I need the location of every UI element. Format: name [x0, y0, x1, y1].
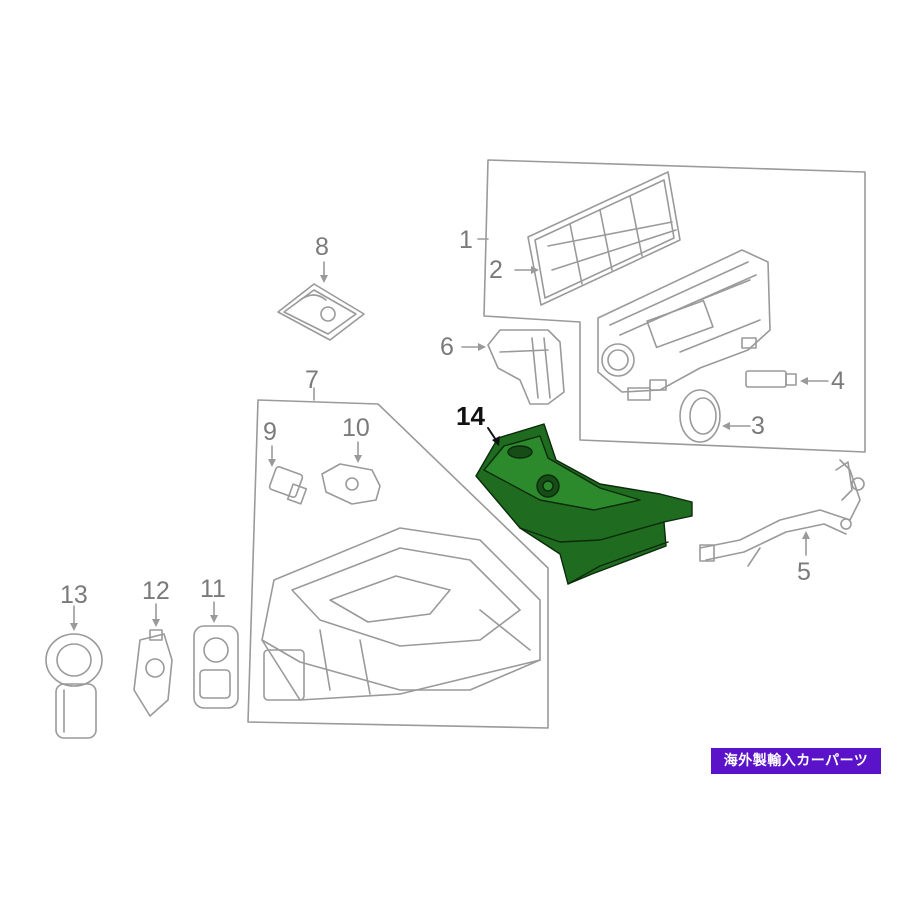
part-13: [45, 633, 103, 739]
watermark-badge: 海外製輸入カーパーツ: [711, 748, 881, 774]
arrow-11: [210, 615, 218, 623]
callout-12: 12: [142, 577, 170, 605]
callout-1: 1: [459, 226, 473, 254]
callout-7: 7: [305, 366, 319, 394]
arrow-5: [802, 531, 810, 539]
arrow-2: [531, 266, 539, 274]
part-engine-cover-highlighted: [475, 423, 693, 585]
part-9: [268, 465, 308, 505]
callout-10: 10: [342, 414, 370, 442]
arrow-13: [70, 623, 78, 631]
part-air-filter: [527, 171, 681, 306]
callout-8: 8: [315, 233, 329, 261]
part-intake-duct: [487, 329, 565, 405]
part-air-cleaner-housing: [597, 249, 771, 401]
callout-11: 11: [200, 575, 226, 603]
part-bracket-5: [699, 459, 865, 567]
part-sensor-4: [745, 370, 797, 388]
arrow-8: [320, 275, 328, 283]
callout-5: 5: [797, 558, 811, 586]
leader-14: [487, 427, 497, 441]
callout-3: 3: [751, 412, 765, 440]
arrow-3: [722, 422, 730, 430]
callout-9: 9: [263, 418, 277, 446]
part-11: [193, 625, 239, 709]
part-intake-manifold: [261, 527, 541, 701]
group-box-7: [247, 399, 549, 729]
arrow-6: [478, 343, 486, 351]
part-plate-8: [277, 283, 365, 341]
callout-2: 2: [489, 256, 503, 284]
callout-13: 13: [60, 581, 88, 609]
callout-6: 6: [440, 333, 454, 361]
arrow-12: [152, 619, 160, 627]
part-12: [133, 629, 173, 717]
arrow-9: [268, 459, 276, 467]
part-seal-ring: [679, 389, 721, 443]
callout-14: 14: [456, 401, 485, 431]
group-box-1: [483, 159, 866, 453]
callout-4: 4: [831, 367, 845, 395]
arrow-4: [800, 377, 808, 385]
arrow-14: [492, 436, 500, 446]
part-10: [321, 463, 381, 505]
arrow-10: [354, 455, 362, 463]
